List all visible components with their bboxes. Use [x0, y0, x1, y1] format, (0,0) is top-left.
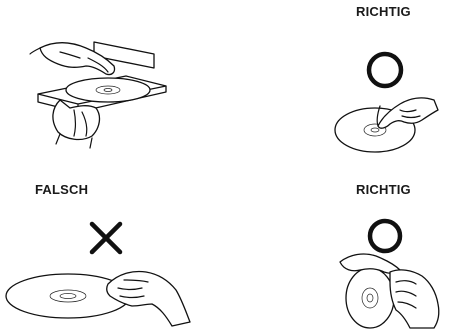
cross-mark-icon: [92, 224, 120, 252]
disc-wrong-hold-illustration: [0, 218, 190, 329]
circle-mark-icon: [370, 221, 400, 251]
label-correct-bottom: RICHTIG: [356, 182, 411, 197]
disc-edge-hold-illustration: [330, 216, 445, 329]
label-correct-top: RICHTIG: [356, 4, 411, 19]
circle-mark-icon: [369, 54, 401, 86]
disc-center-hold-illustration: [330, 40, 440, 155]
label-wrong: FALSCH: [35, 182, 88, 197]
disc-case-illustration: [30, 28, 180, 148]
